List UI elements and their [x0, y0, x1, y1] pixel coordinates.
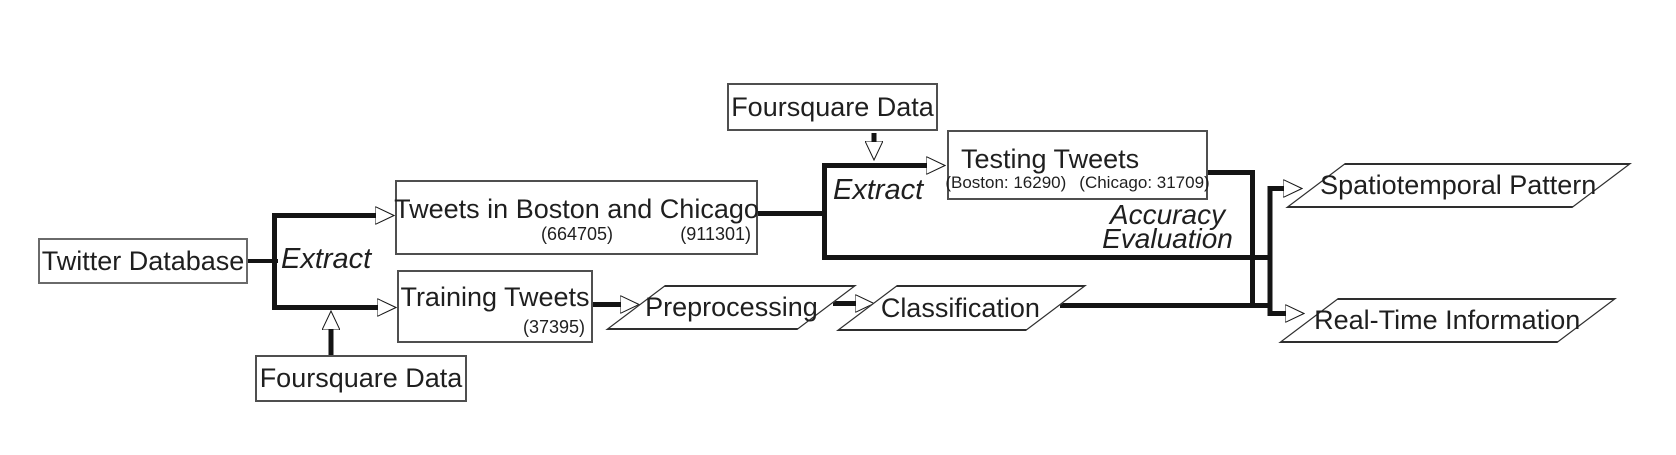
node-testing-tweets: Testing Tweets (Boston: 16290) (Chicago:…: [945, 130, 1210, 200]
node-classification-label: Classification: [881, 292, 1042, 323]
edge-label-extract-left: Extract: [281, 243, 372, 275]
node-foursquare-data-bottom: Foursquare Data: [255, 355, 467, 402]
node-twitter-database-label: Twitter Database: [41, 245, 245, 276]
tweets-bc-chicago-count: (911301): [680, 224, 751, 244]
testing-boston-count: (Boston: 16290): [945, 173, 1067, 192]
node-foursquare-top-label: Foursquare Data: [731, 91, 934, 122]
node-training-tweets: Training Tweets (37395): [397, 270, 593, 343]
node-spatiotemporal-label: Spatiotemporal Pattern: [1320, 170, 1597, 200]
edge-to-spatiotemporal-arrow: [1267, 189, 1284, 260]
edge-label-extract-right: Extract: [833, 174, 924, 206]
tweets-bc-boston-count: (664705): [541, 224, 614, 244]
edge-label-accuracy-evaluation: Accuracy Evaluation: [1090, 199, 1245, 254]
node-tweets-boston-chicago: Tweets in Boston and Chicago (664705) (9…: [394, 180, 759, 255]
node-foursquare-data-top: Foursquare Data: [727, 83, 938, 131]
accuracy-evaluation-line1: Accuracy: [1109, 199, 1226, 230]
node-realtime-label: Real-Time Information: [1314, 305, 1581, 335]
node-foursquare-bottom-label: Foursquare Data: [259, 363, 463, 393]
node-spatiotemporal-pattern: Spatiotemporal Pattern: [1285, 163, 1632, 208]
testing-chicago-count: (Chicago: 31709): [1079, 173, 1210, 192]
node-preprocessing-label: Preprocessing: [644, 292, 818, 322]
node-twitter-database: Twitter Database: [38, 238, 248, 284]
node-testing-tweets-label: Testing Tweets: [961, 144, 1140, 174]
training-tweets-count: (37395): [522, 317, 585, 337]
node-training-tweets-label: Training Tweets: [400, 282, 590, 312]
accuracy-evaluation-line2: Evaluation: [1102, 223, 1233, 254]
node-realtime-information: Real-Time Information: [1278, 298, 1617, 343]
edge-to-realtime-arrow: [1267, 255, 1286, 314]
testing-tweets-counts: (Boston: 16290) (Chicago: 31709): [945, 173, 1209, 193]
node-tweets-bc-label: Tweets in Boston and Chicago: [394, 194, 759, 224]
